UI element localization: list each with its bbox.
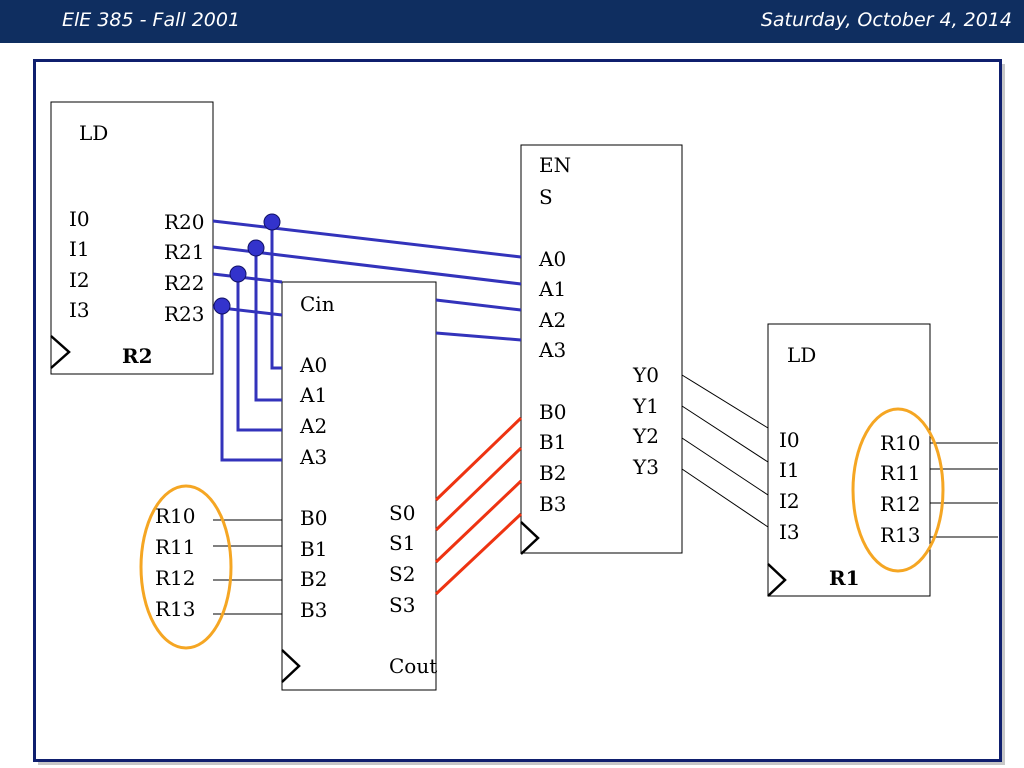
wire <box>434 479 523 564</box>
adder-b-label: B3 <box>300 598 327 622</box>
alu-y-label: Y0 <box>632 363 659 387</box>
wire <box>681 405 769 463</box>
junction-dot <box>263 213 281 231</box>
adder-b-label: B2 <box>300 567 327 591</box>
alu-b-label: B0 <box>539 400 566 424</box>
r1-ld-label: LD <box>787 343 816 367</box>
wire <box>434 446 523 532</box>
register-r2-box <box>50 101 214 375</box>
adder-a-label: A0 <box>299 353 327 377</box>
wire <box>681 468 769 528</box>
left-r1-label: R11 <box>155 535 196 559</box>
wire <box>270 222 282 370</box>
r1-name-label: R1 <box>829 566 860 590</box>
r1-output-label: R10 <box>880 431 921 455</box>
adder-a-label: A3 <box>299 445 327 469</box>
adder-cin-label: Cin <box>300 292 335 316</box>
adder-sum-label: S3 <box>389 593 415 617</box>
alu-y-label: Y2 <box>632 424 659 448</box>
register-r2: LD I0 I1 I2 I3 R20 R21 R22 R23 R2 <box>50 101 214 375</box>
r1-output-label: R12 <box>880 492 921 516</box>
wire <box>435 298 522 312</box>
y-to-r1-wires <box>681 374 769 528</box>
adder-cout-label: Cout <box>389 654 437 678</box>
junction-dot <box>247 239 265 257</box>
adder-box <box>281 281 437 691</box>
wire <box>681 374 769 429</box>
adder-sum-label: S1 <box>389 531 415 555</box>
r2-name-label: R2 <box>122 344 153 368</box>
r2-clock-icon <box>50 335 71 369</box>
adder-b-label: B0 <box>300 506 327 530</box>
adder-b-label: B1 <box>300 537 327 561</box>
r2-input-label: I0 <box>69 207 90 231</box>
left-r1-label: R10 <box>155 504 196 528</box>
course-title: ElE 385 - Fall 2001 <box>62 9 241 31</box>
adder-sum-label: S0 <box>389 501 415 525</box>
right-highlight-ellipse <box>851 407 945 573</box>
r1-clock-icon <box>767 563 787 597</box>
left-r1-feed: R10 R11 R12 R13 <box>139 484 282 650</box>
left-highlight-ellipse <box>139 484 233 650</box>
wire <box>212 219 522 259</box>
left-r1-label: R12 <box>155 566 196 590</box>
register-r1: LD I0 I1 I2 I3 R10 R11 R12 R13 R1 <box>767 323 931 597</box>
wire <box>254 248 282 402</box>
r1-input-label: I2 <box>779 489 800 513</box>
alu-clock-icon <box>520 521 540 555</box>
left-r1-label: R13 <box>155 597 196 621</box>
wire <box>220 306 282 462</box>
r2-output-label: R21 <box>164 240 205 264</box>
wire <box>212 245 522 286</box>
r1-input-label: I1 <box>779 458 800 482</box>
adder-clock-icon <box>281 649 301 683</box>
adder-a-label: A1 <box>299 383 327 407</box>
junction-dot <box>213 297 231 315</box>
alu-b-label: B1 <box>539 430 566 454</box>
alu-block: EN S A0 A1 A2 A3 B0 B1 B2 B3 Y0 Y1 Y2 Y3 <box>520 144 683 555</box>
r1-input-label: I0 <box>779 428 800 452</box>
r2-input-label: I2 <box>69 268 90 292</box>
register-r1-box <box>767 323 931 597</box>
slide-date: Saturday, October 4, 2014 <box>760 9 1012 31</box>
alu-a-label: A3 <box>538 338 566 362</box>
r1-output-label: R13 <box>880 523 921 547</box>
alu-en-label: EN <box>539 153 571 177</box>
junction-dots <box>213 213 281 315</box>
wire <box>681 437 769 496</box>
r2-ld-label: LD <box>79 121 108 145</box>
alu-s-label: S <box>539 185 553 209</box>
wire <box>434 512 523 596</box>
alu-b-label: B3 <box>539 492 566 516</box>
r2-output-label: R22 <box>164 271 205 295</box>
wire <box>236 274 282 432</box>
alu-y-label: Y1 <box>632 394 659 418</box>
alu-box <box>520 144 683 554</box>
red-bus <box>434 416 523 596</box>
alu-a-label: A1 <box>538 277 566 301</box>
alu-a-label: A0 <box>538 247 566 271</box>
blue-bus-to-adder <box>220 222 282 462</box>
alu-a-label: A2 <box>538 308 566 332</box>
slide-header: ElE 385 - Fall 2001 Saturday, October 4,… <box>0 0 1024 43</box>
adder-a-label: A2 <box>299 414 327 438</box>
r2-input-label: I1 <box>69 237 90 261</box>
alu-b-label: B2 <box>539 461 566 485</box>
adder-block: Cin A0 A1 A2 A3 B0 B1 B2 B3 S0 S1 S2 S3 … <box>281 281 437 691</box>
r1-output-label: R11 <box>880 461 921 485</box>
r2-output-label: R20 <box>164 210 205 234</box>
adder-sum-label: S2 <box>389 562 415 586</box>
r1-input-label: I3 <box>779 520 800 544</box>
wire <box>434 416 523 502</box>
r2-input-label: I3 <box>69 298 90 322</box>
r2-output-label: R23 <box>164 302 205 326</box>
junction-dot <box>229 265 247 283</box>
wire <box>435 331 522 342</box>
alu-y-label: Y3 <box>632 455 659 479</box>
